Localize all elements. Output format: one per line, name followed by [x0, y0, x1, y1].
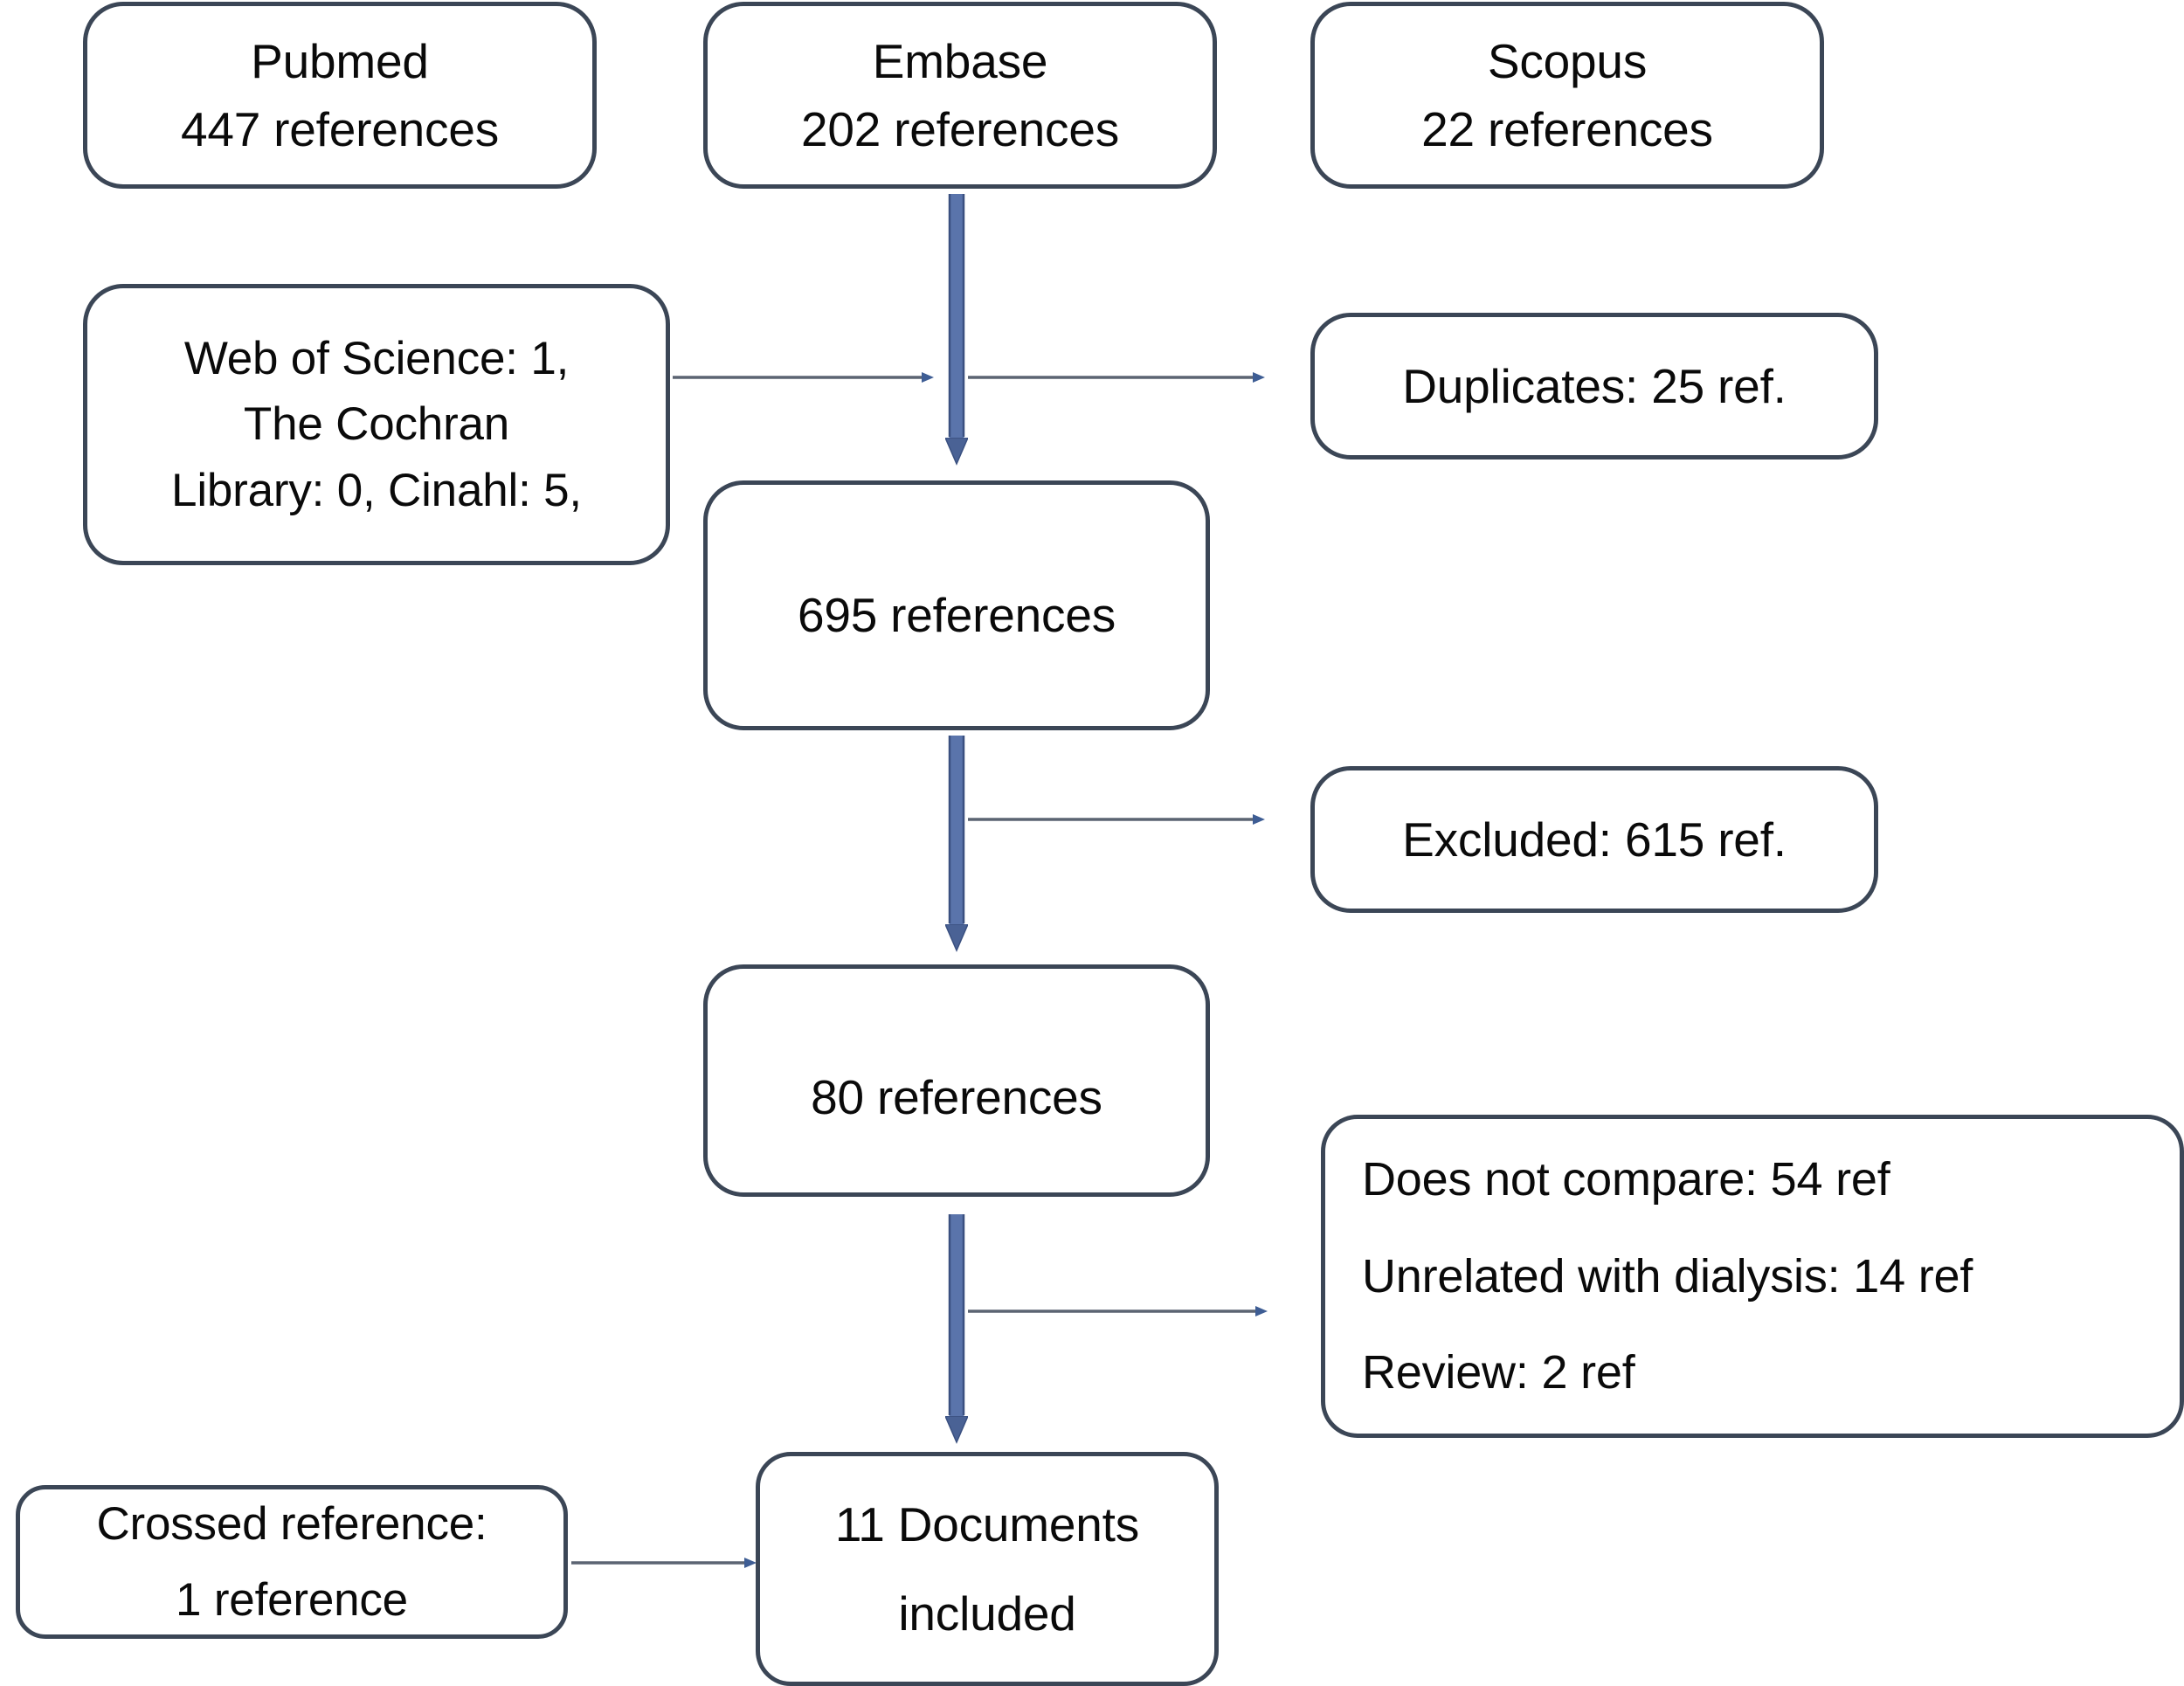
- node-embase-line2: 202 references: [800, 102, 1120, 156]
- node-embase[interactable]: Embase 202 references: [703, 2, 1217, 189]
- node-exclusion-reasons[interactable]: Does not compare: 54 ref Unrelated with …: [1321, 1115, 2184, 1438]
- node-duplicates[interactable]: Duplicates: 25 ref.: [1310, 313, 1878, 460]
- node-duplicates-line1: Duplicates: 25 ref.: [1402, 358, 1787, 413]
- arrow-embase-to-merged: [950, 194, 964, 441]
- node-exclusion-reasons-line2: Unrelated with dialysis: 14 ref: [1362, 1249, 1973, 1303]
- node-crossed-reference-line2: 1 reference: [176, 1574, 408, 1626]
- node-excluded-line1: Excluded: 615 ref.: [1402, 812, 1787, 867]
- node-pubmed-line2: 447 references: [180, 102, 500, 156]
- node-pubmed[interactable]: Pubmed 447 references: [83, 2, 597, 189]
- node-pubmed-line1: Pubmed: [251, 33, 429, 88]
- node-documents-included[interactable]: 11 Documents included: [756, 1452, 1219, 1686]
- node-scopus[interactable]: Scopus 22 references: [1310, 2, 1824, 189]
- node-excluded[interactable]: Excluded: 615 ref.: [1310, 766, 1878, 913]
- node-crossed-reference-line1: Crossed reference:: [96, 1497, 487, 1550]
- node-records-screened[interactable]: 80 references: [703, 964, 1210, 1197]
- node-scopus-line2: 22 references: [1421, 102, 1713, 156]
- node-scopus-line1: Scopus: [1487, 33, 1648, 88]
- node-records-screened-line1: 80 references: [811, 1070, 1102, 1124]
- node-other-databases-line1: Web of Science: 1,: [183, 333, 570, 385]
- node-exclusion-reasons-line1: Does not compare: 54 ref: [1362, 1152, 1890, 1206]
- node-other-databases-line3: Library: 0, Cinahl: 5,: [171, 464, 582, 516]
- node-records-merged-line1: 695 references: [797, 588, 1116, 642]
- node-other-databases[interactable]: Web of Science: 1, The Cochran Library: …: [83, 284, 670, 565]
- node-other-databases-line2: The Cochran: [243, 398, 510, 451]
- arrow-merged-to-screened: [950, 736, 964, 928]
- node-records-merged[interactable]: 695 references: [703, 480, 1210, 730]
- node-documents-included-line2: included: [898, 1586, 1076, 1641]
- arrow-screened-to-included: [950, 1214, 964, 1420]
- node-exclusion-reasons-line3: Review: 2 ref: [1362, 1346, 1635, 1399]
- node-crossed-reference[interactable]: Crossed reference: 1 reference: [16, 1485, 568, 1639]
- node-embase-line1: Embase: [872, 33, 1048, 88]
- node-documents-included-line1: 11 Documents: [834, 1496, 1140, 1551]
